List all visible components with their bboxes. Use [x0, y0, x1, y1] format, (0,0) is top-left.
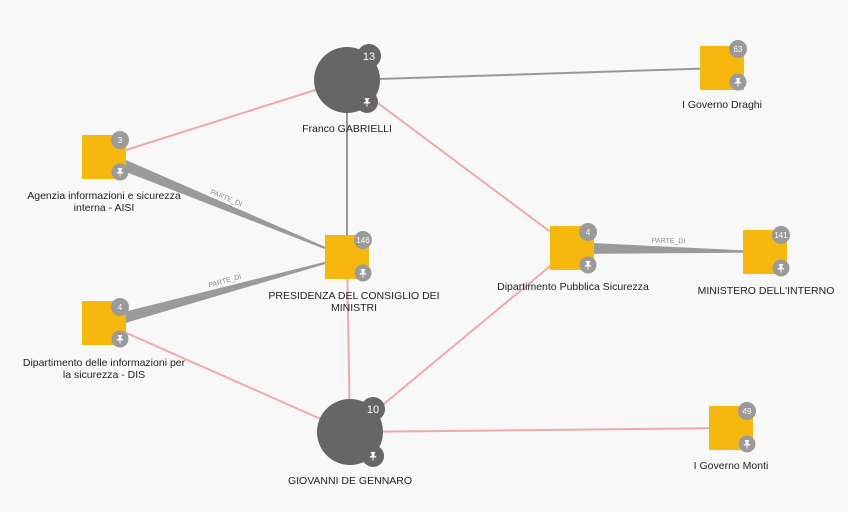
- pin-icon[interactable]: [369, 452, 377, 461]
- edge-wedge[interactable]: [102, 256, 348, 329]
- node-label-line: MINISTRI: [331, 302, 377, 314]
- pin-icon[interactable]: [734, 78, 742, 87]
- count-badge: [361, 397, 385, 421]
- node-label-line: GIOVANNI DE GENNARO: [288, 475, 412, 487]
- node-label: I Governo Monti: [694, 460, 769, 472]
- pin-icon[interactable]: [777, 264, 785, 273]
- edge-line[interactable]: [103, 322, 351, 433]
- pin-icon[interactable]: [363, 98, 371, 107]
- edge-wedge[interactable]: [101, 151, 348, 258]
- count-badge: [111, 298, 129, 316]
- node-label: Dipartimento Pubblica Sicurezza: [497, 281, 649, 293]
- node-label-line: interna - AISI: [74, 202, 135, 214]
- node-label: GIOVANNI DE GENNARO: [288, 475, 412, 487]
- edge-line[interactable]: [349, 427, 732, 433]
- edge-dps-degennaro[interactable]: [349, 247, 573, 433]
- node-label-line: Dipartimento delle informazioni per: [23, 357, 186, 369]
- node-label: Franco GABRIELLI: [302, 123, 392, 135]
- count-badge: [354, 231, 372, 249]
- count-badge-text: 10: [367, 404, 379, 416]
- count-badge-text: 146: [356, 236, 370, 245]
- count-badge-text: 141: [774, 231, 788, 240]
- node-label-line: PRESIDENZA DEL CONSIGLIO DEI: [268, 290, 439, 302]
- count-badge: [357, 44, 381, 68]
- edge-line[interactable]: [346, 79, 573, 249]
- node-label: MINISTERO DELL'INTERNO: [698, 285, 835, 297]
- pin-icon[interactable]: [116, 168, 124, 177]
- edge-line[interactable]: [346, 67, 723, 81]
- count-badge: [579, 223, 597, 241]
- edge-line[interactable]: [103, 79, 348, 158]
- count-badge: [729, 40, 747, 58]
- count-badge-text: 4: [118, 303, 123, 312]
- count-badge: [772, 226, 790, 244]
- pin-icon[interactable]: [359, 269, 367, 278]
- node-monti[interactable]: 49 I Governo Monti: [694, 402, 769, 472]
- edge-line[interactable]: [349, 247, 573, 433]
- edge-label: PARTE_DI: [652, 238, 686, 246]
- edge-gabrielli-draghi[interactable]: [346, 67, 723, 81]
- node-label-line: MINISTERO DELL'INTERNO: [698, 285, 835, 297]
- count-badge-text: 49: [743, 407, 752, 416]
- node-label-line: la sicurezza - DIS: [63, 369, 145, 381]
- edge-aisi-presidenza[interactable]: PARTE_DI: [101, 151, 348, 258]
- edge-dis-degennaro[interactable]: [103, 322, 351, 433]
- count-badge-text: 13: [363, 51, 375, 63]
- edge-gabrielli-dps[interactable]: [346, 79, 573, 249]
- count-badge: [111, 131, 129, 149]
- count-badge-text: 63: [734, 45, 743, 54]
- edge-degennaro-monti[interactable]: [349, 427, 732, 433]
- pin-icon[interactable]: [584, 261, 592, 270]
- edge-dps-interno[interactable]: PARTE_DI: [571, 238, 765, 254]
- count-badge: [738, 402, 756, 420]
- node-label-line: I Governo Monti: [694, 460, 769, 472]
- edge-wedge[interactable]: [571, 242, 765, 254]
- node-label-line: I Governo Draghi: [682, 99, 762, 111]
- pin-icon[interactable]: [743, 440, 751, 449]
- pin-icon[interactable]: [116, 335, 124, 344]
- node-draghi[interactable]: 63 I Governo Draghi: [682, 40, 762, 111]
- count-badge-text: 3: [118, 136, 123, 145]
- node-label: I Governo Draghi: [682, 99, 762, 111]
- edge-gabrielli-aisi[interactable]: [103, 79, 348, 158]
- node-label-line: Dipartimento Pubblica Sicurezza: [497, 281, 649, 293]
- count-badge-text: 4: [586, 228, 591, 237]
- node-label-line: Franco GABRIELLI: [302, 123, 392, 135]
- node-label-line: Agenzia informazioni e sicurezza: [27, 190, 181, 202]
